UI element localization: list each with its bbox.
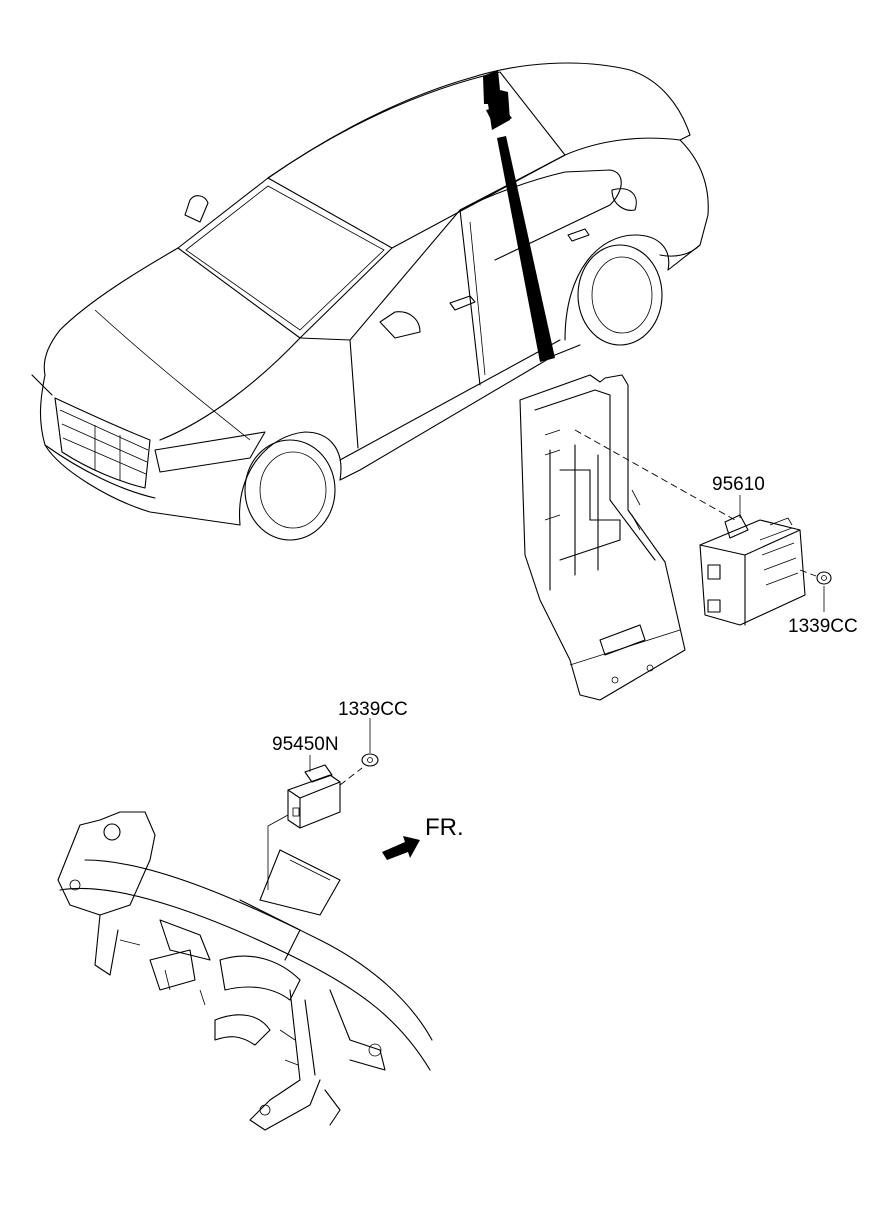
nut-1339cc-upper bbox=[799, 569, 832, 585]
nut-1339cc-lower bbox=[361, 753, 379, 767]
leader-95610 bbox=[574, 429, 736, 521]
callout-95610: 95610 bbox=[712, 474, 765, 495]
mounting-bracket bbox=[519, 374, 686, 701]
callout-95450n: 95450N bbox=[272, 734, 339, 755]
front-arrow-icon bbox=[382, 836, 420, 860]
module-95450n bbox=[287, 764, 341, 829]
leader-nut-lower bbox=[339, 767, 363, 786]
callout-1339cc-upper: 1339CC bbox=[788, 616, 858, 637]
front-direction-label: FR. bbox=[425, 814, 464, 841]
leader-strip bbox=[497, 136, 555, 362]
module-95610 bbox=[699, 514, 806, 626]
callout-1339cc-lower: 1339CC bbox=[338, 699, 408, 720]
car-outline-icon bbox=[31, 62, 709, 541]
cowl-cross-member bbox=[57, 811, 433, 1131]
